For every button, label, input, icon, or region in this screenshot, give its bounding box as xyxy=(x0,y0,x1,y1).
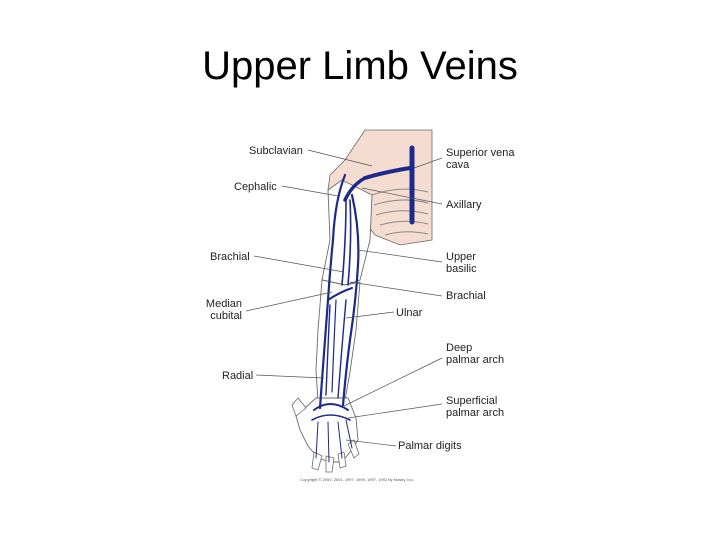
leader-upper-basilic xyxy=(357,249,443,263)
leader-palmar-digits xyxy=(345,439,397,447)
label-median-cubital-line1: Median xyxy=(205,298,242,310)
leader-cephalic xyxy=(281,185,339,197)
label-superior-vena-cava-line1: Superior vena xyxy=(446,147,515,159)
deep-palmar-arch xyxy=(313,403,349,411)
copyright-notice: Copyright © 2000, 2001, 1997, 1999, 1997… xyxy=(300,477,414,482)
basilic-vein xyxy=(341,193,360,407)
leader-lines xyxy=(245,149,443,447)
label-superior-vena-cava-line2: cava xyxy=(446,159,470,171)
label-deep-palmar-arch-line1: Deep xyxy=(446,342,473,354)
leader-deep-palmar-arch xyxy=(343,357,443,407)
brachial-vein-b xyxy=(347,199,352,286)
label-palmar-digits: Palmar digits xyxy=(398,440,462,452)
ribcage xyxy=(371,188,429,236)
label-axillary: Axillary xyxy=(446,199,482,211)
upper-arm-outline xyxy=(321,179,373,286)
radial-vein xyxy=(325,304,331,396)
label-deep-palmar-arch: Deep palmar arch xyxy=(446,342,504,366)
label-brachial-left: Brachial xyxy=(210,251,250,263)
leader-superficial-palmar-arch xyxy=(347,403,443,419)
label-superficial-palmar-arch-line1: Superficial xyxy=(446,395,498,407)
label-deep-palmar-arch-line2: palmar arch xyxy=(446,354,505,366)
brachial-vein-a xyxy=(341,199,347,286)
veins xyxy=(311,145,415,463)
palmar-digit-vein-2 xyxy=(327,421,330,463)
palmar-digit-vein-3 xyxy=(337,421,343,459)
ulnar-vein xyxy=(337,299,347,399)
superficial-palmar-arch xyxy=(311,414,351,421)
fingers xyxy=(291,397,360,473)
leader-radial xyxy=(255,374,325,379)
median-cubital-vein xyxy=(327,287,353,301)
leader-brachial-right xyxy=(349,281,443,297)
label-median-cubital-line2: cubital xyxy=(210,310,242,322)
leader-subclavian xyxy=(307,149,373,167)
label-ulnar: Ulnar xyxy=(396,307,423,319)
label-superficial-palmar-arch-line2: palmar arch xyxy=(446,407,505,419)
label-radial: Radial xyxy=(222,370,254,382)
leader-superior-vena-cava xyxy=(413,157,443,169)
subclavian-vein xyxy=(363,166,412,180)
axillary-vein xyxy=(343,176,367,202)
cephalic-vein xyxy=(318,173,347,410)
label-subclavian: Subclavian xyxy=(249,145,303,157)
slide-title: Upper Limb Veins xyxy=(202,44,518,88)
label-upper-basilic-line2: basilic xyxy=(446,263,477,275)
label-median-cubital: Median cubital xyxy=(204,298,242,322)
leader-brachial-left xyxy=(253,255,345,273)
label-upper-basilic-line1: Upper xyxy=(446,251,476,263)
label-superficial-palmar-arch: Superficial palmar arch xyxy=(446,395,504,419)
label-upper-basilic: Upper basilic xyxy=(446,251,477,275)
leader-ulnar xyxy=(345,311,395,319)
median-forearm-vein xyxy=(331,299,337,393)
leader-median-cubital xyxy=(245,291,333,312)
label-cephalic: Cephalic xyxy=(234,181,277,193)
palmar-digit-vein-1 xyxy=(315,421,319,459)
label-brachial-right: Brachial xyxy=(446,290,486,302)
leader-axillary xyxy=(361,187,443,205)
palmar-digit-vein-4 xyxy=(345,419,353,449)
label-superior-vena-cava: Superior vena cava xyxy=(446,147,515,171)
